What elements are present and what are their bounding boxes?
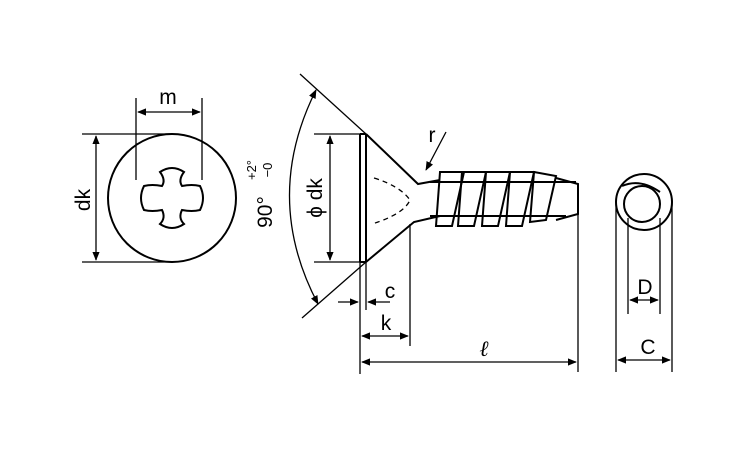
drill-tip	[555, 177, 579, 221]
thread-3	[480, 171, 512, 227]
m-label: m	[159, 86, 177, 109]
k-label: k	[381, 312, 392, 335]
r-leader	[425, 131, 447, 171]
angle-leader-top	[299, 73, 367, 135]
phillips-recess-icon	[140, 167, 204, 229]
phidk-label: ϕ dk	[304, 178, 327, 218]
thread-2	[456, 171, 488, 227]
dk-label: dk	[72, 188, 95, 211]
thread-5	[528, 170, 558, 224]
cone-bottom-edge	[365, 215, 441, 263]
angle-arc	[288, 89, 319, 305]
angle-label: 90°	[254, 196, 277, 228]
head-top-view: m dk	[72, 86, 237, 263]
screw-end-view: D C	[615, 173, 673, 372]
end-thread-arc	[621, 182, 661, 193]
screw-side-view: 90° +2° −0 ϕ dk r c k ℓ	[244, 73, 579, 374]
recess-hidden-line	[371, 177, 411, 225]
head-outline-circle	[107, 133, 237, 263]
c-label: c	[385, 280, 396, 303]
thread-1	[434, 171, 466, 227]
D-label: D	[637, 276, 652, 299]
angle-leader-bottom	[301, 261, 367, 319]
r-label: r	[429, 124, 436, 147]
angle-tol-minus: −0	[260, 163, 275, 178]
length-label: ℓ	[479, 336, 489, 361]
C-label: C	[640, 336, 655, 359]
end-inner-circle	[623, 185, 661, 223]
thread-crests	[434, 170, 558, 227]
angle-tol-plus: +2°	[244, 160, 259, 180]
thread-4	[504, 171, 536, 227]
